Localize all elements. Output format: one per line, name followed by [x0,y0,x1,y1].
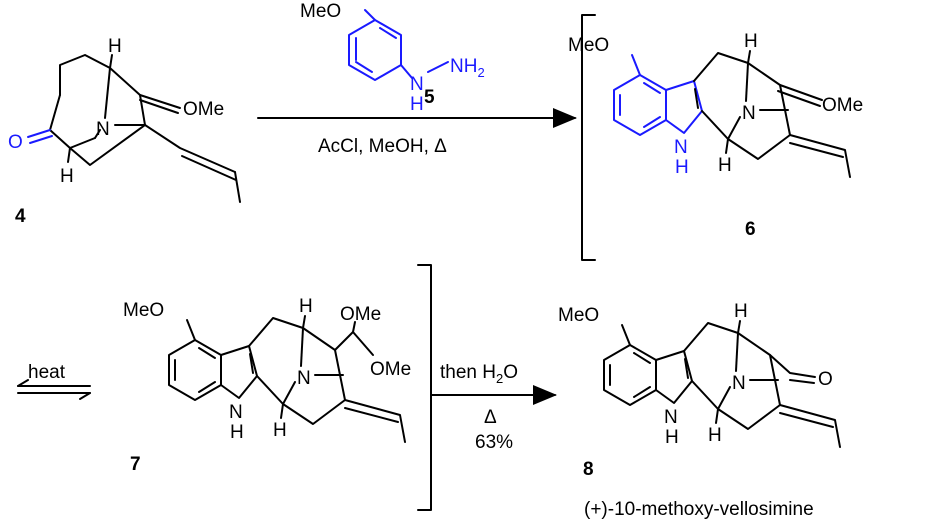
compound-number: 5 [424,87,435,108]
compound-5: MeO N H NH2 5 [300,1,485,115]
compound-4: H H N OMe O 4 [8,36,241,227]
nitrogen-label: N [674,137,688,158]
h-label: H [734,301,748,322]
compound-number: 7 [130,454,141,475]
meo-label: MeO [568,35,609,56]
meo-label: MeO [558,305,599,326]
meo-label: MeO [300,1,341,22]
h-label: H [665,427,679,448]
nitrogen-label: N [664,407,678,428]
nitrogen-label: N [732,373,746,394]
bracket [581,14,596,261]
product-name: (+)-10-methoxy-vellosimine [584,499,814,520]
h-label: H [708,425,722,446]
compound-number: 4 [15,206,26,227]
equilibrium-label: heat [28,362,66,383]
compound-number: 6 [745,219,756,240]
h-label: H [108,36,122,57]
bracket [417,264,432,511]
step2-heat: Δ [484,407,497,428]
nitrogen-label: N [96,119,110,140]
oxygen-label: O [818,369,833,390]
nitrogen-label: N [742,103,756,124]
ome-label: OMe [340,304,381,325]
h-label: H [299,296,313,317]
ome-label: OMe [183,99,224,120]
compound-number: 8 [583,459,594,480]
h-label: H [410,94,424,115]
h-label: H [273,420,287,441]
nitrogen-label: N [410,74,424,95]
h-label: H [60,166,74,187]
h-label: H [230,422,244,443]
step1-conditions: AcCl, MeOH, Δ [318,136,447,157]
nh2-label: NH2 [450,56,485,80]
nitrogen-label: N [229,402,243,423]
h-label: H [744,31,758,52]
meo-label: MeO [123,300,164,321]
step2-yield: 63% [475,432,513,453]
h-label: H [675,157,689,178]
ome-label: OMe [370,359,411,380]
oxygen-label: O [8,132,23,153]
h-label: H [718,155,732,176]
step2-conditions: then H2O [440,362,518,386]
ome-label: OMe [822,95,863,116]
nitrogen-label: N [297,368,311,389]
